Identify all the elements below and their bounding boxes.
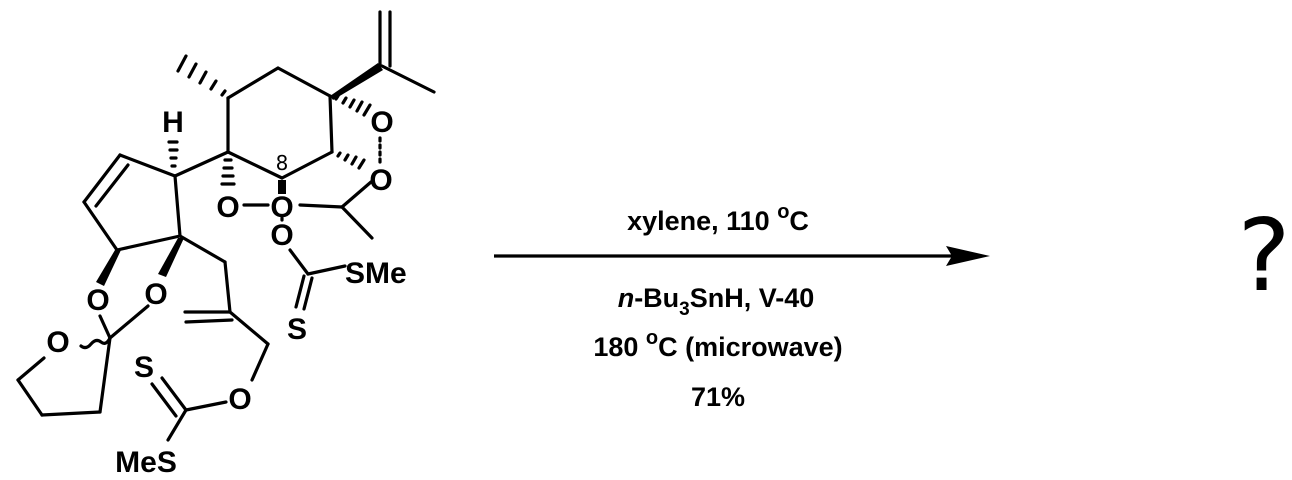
peroxide-bridge: O O <box>298 94 394 240</box>
oxygen-thf: O <box>46 326 69 359</box>
methyl-hashed-wedge <box>176 54 227 97</box>
oxygen-xanthate-1: O <box>270 219 293 252</box>
cyclohexane-ring <box>226 66 334 180</box>
oxygen-epoxide-2: O <box>369 164 392 197</box>
sme-xanthate-1: SMe <box>345 257 407 290</box>
hydrogen-label: H <box>162 106 184 139</box>
mes-xanthate-2: MeS <box>115 446 177 479</box>
c8-substituents: 8 O O O SMe S <box>216 151 406 346</box>
oxygen-ketal-a: O <box>86 284 109 317</box>
oxygen-xanthate-2: O <box>228 383 251 416</box>
sulfur-xanthate-1: S <box>287 313 307 346</box>
condition-above: xylene, 110 oC <box>627 201 809 236</box>
oxygen-c8-b: O <box>270 191 293 224</box>
cyclopentene-ring: H O S MeS <box>82 106 270 479</box>
sulfur-xanthate-2: S <box>134 351 154 384</box>
reaction-arrow-group: xylene, 110 oC n-Bu3SnH, V-40 180 oC (mi… <box>494 201 990 412</box>
condition-below-1: n-Bu3SnH, V-40 <box>618 283 815 320</box>
condition-below-2: 180 oC (microwave) <box>593 327 842 362</box>
reaction-arrow-head <box>946 246 990 266</box>
oxygen-ketal-b: O <box>144 278 167 311</box>
condition-below-3: 71% <box>691 382 745 412</box>
product-question-mark: ? <box>1237 197 1290 314</box>
reactant-structure: O O 8 O O O <box>16 10 436 479</box>
oxygen-epoxide-1: O <box>370 106 393 139</box>
oxygen-c8-a: O <box>216 191 239 224</box>
position-label-8: 8 <box>276 151 289 175</box>
spiroketal: O O O <box>16 238 184 417</box>
isopropenyl-group <box>330 10 436 100</box>
